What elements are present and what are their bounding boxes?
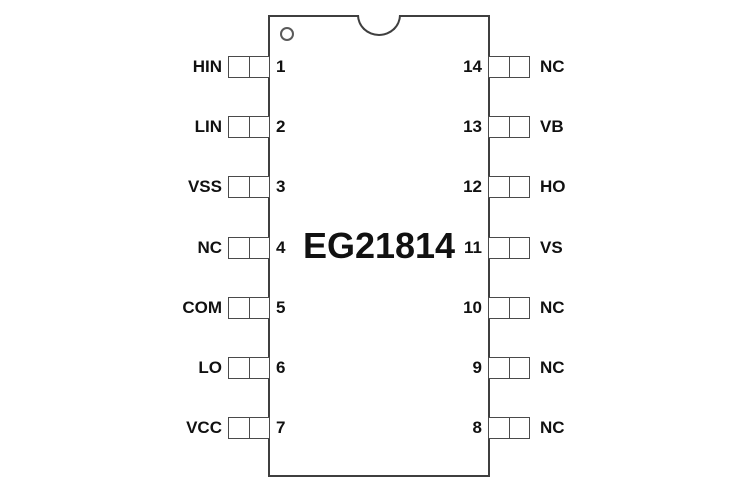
pin1-indicator-icon: [280, 27, 294, 41]
pin-box: [488, 176, 530, 198]
pin-box-divider: [509, 117, 510, 137]
pin-number: 10: [463, 298, 482, 317]
pin-number: 11: [464, 238, 482, 257]
pin-label: NC: [540, 358, 565, 377]
pin-box: [488, 297, 530, 319]
pin-box-divider: [249, 298, 250, 318]
pin-box: [228, 297, 270, 319]
pin-box-divider: [249, 418, 250, 438]
pin-box: [228, 237, 270, 259]
pin-number: 5: [276, 298, 286, 317]
pin-label: VB: [540, 117, 564, 136]
pin-box-divider: [509, 418, 510, 438]
pin-number: 3: [276, 177, 286, 196]
pin-box-divider: [249, 358, 250, 378]
pin-box-divider: [249, 177, 250, 197]
pin-number: 9: [472, 358, 482, 377]
ic-package-body: EG21814: [268, 15, 490, 477]
pin-box-divider: [509, 177, 510, 197]
pin-box: [228, 56, 270, 78]
pin-box-divider: [509, 298, 510, 318]
pin-number: 14: [463, 57, 482, 76]
pin-label: LIN: [194, 117, 222, 136]
orientation-notch-icon: [357, 15, 401, 36]
pin-number: 7: [276, 418, 286, 437]
pin-box: [228, 357, 270, 379]
pin-box: [488, 56, 530, 78]
pin-label: VS: [540, 238, 563, 257]
pin-box-divider: [249, 238, 250, 258]
pin-box: [488, 417, 530, 439]
pin-box-divider: [509, 238, 510, 258]
pin-box-divider: [249, 57, 250, 77]
pin-number: 13: [463, 117, 482, 136]
pin-number: 2: [276, 117, 286, 136]
pin-number: 6: [276, 358, 286, 377]
pin-number: 1: [276, 57, 286, 76]
pin-label: HIN: [192, 57, 222, 76]
pin-label: VSS: [187, 177, 222, 196]
pin-number: 12: [463, 177, 482, 196]
pin-box: [488, 116, 530, 138]
pin-label: NC: [197, 238, 222, 257]
pin-box: [228, 176, 270, 198]
pin-box: [488, 357, 530, 379]
pin-label: HO: [540, 177, 566, 196]
pin-box: [228, 417, 270, 439]
pin-number: 8: [472, 418, 482, 437]
pin-box-divider: [509, 57, 510, 77]
pin-label: LO: [198, 358, 222, 377]
part-number-label: EG21814: [302, 225, 456, 266]
pin-label: NC: [540, 418, 565, 437]
pin-label: NC: [540, 57, 565, 76]
pin-box: [228, 116, 270, 138]
pin-number: 4: [276, 238, 286, 257]
pin-label: VCC: [186, 418, 222, 437]
pin-box-divider: [509, 358, 510, 378]
pin-label: NC: [540, 298, 565, 317]
pin-box-divider: [249, 117, 250, 137]
pin-label: COM: [182, 298, 222, 317]
pin-box: [488, 237, 530, 259]
